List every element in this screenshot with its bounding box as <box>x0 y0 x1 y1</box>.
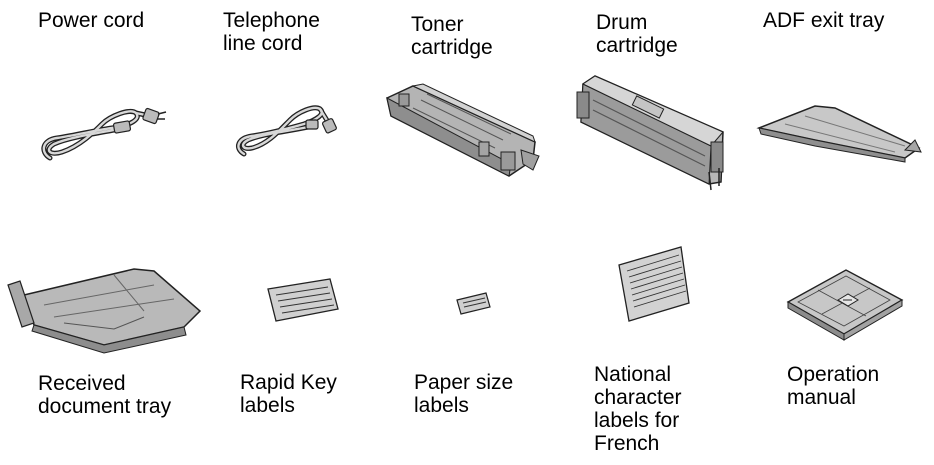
label-toner-cartridge: Toner cartridge <box>411 13 493 59</box>
paper-size-labels-icon <box>456 292 491 315</box>
label-national-character-labels: National character labels for French <box>594 363 682 455</box>
telephone-cord-illustration <box>228 100 348 170</box>
paper-size-labels-illustration <box>454 290 494 318</box>
operation-manual-icon <box>786 269 904 341</box>
adf-exit-tray-icon <box>756 105 922 163</box>
label-power-cord: Power cord <box>38 9 145 32</box>
rapid-key-labels-illustration <box>262 275 342 325</box>
label-drum-cartridge: Drum cartridge <box>596 11 678 57</box>
label-telephone-line-cord: Telephone line cord <box>223 9 320 55</box>
label-adf-exit-tray: ADF exit tray <box>763 9 885 32</box>
drum-cartridge-icon <box>576 75 724 191</box>
label-received-document-tray: Received document tray <box>38 372 172 418</box>
power-cord-icon <box>41 107 167 161</box>
power-cord-illustration <box>32 100 172 175</box>
toner-cartridge-icon <box>386 83 540 177</box>
telephone-cord-icon <box>235 105 337 157</box>
received-document-tray-illustration <box>4 265 204 355</box>
toner-cartridge-illustration <box>383 80 543 190</box>
adf-exit-tray-illustration <box>755 100 925 170</box>
received-document-tray-icon <box>7 268 202 354</box>
national-character-labels-illustration <box>615 245 691 325</box>
label-rapid-key-labels: Rapid Key labels <box>240 371 337 417</box>
operation-manual-illustration <box>786 262 906 342</box>
label-paper-size-labels: Paper size labels <box>414 371 514 417</box>
drum-cartridge-illustration <box>573 72 733 192</box>
label-operation-manual: Operation manual <box>787 363 880 409</box>
national-character-labels-icon <box>618 246 690 322</box>
rapid-key-labels-icon <box>267 278 339 322</box>
